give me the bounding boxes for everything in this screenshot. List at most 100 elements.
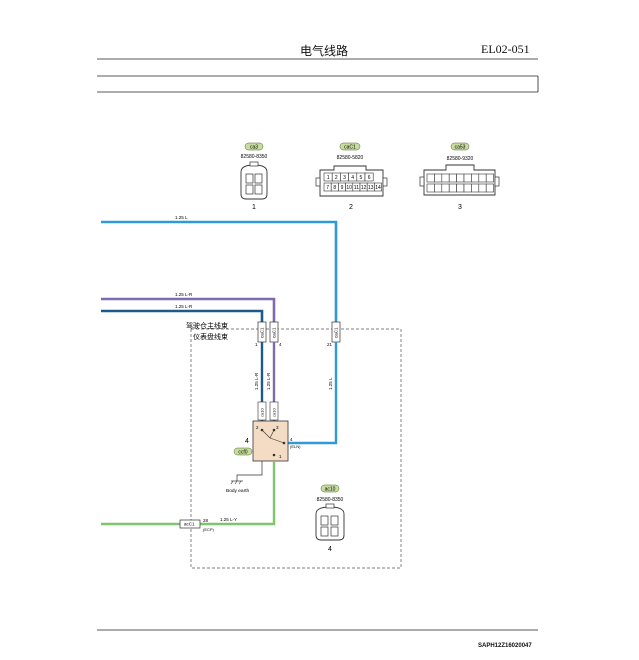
pin-cell — [448, 183, 457, 193]
pin-cell — [434, 173, 443, 183]
pin-number: 2 — [335, 175, 338, 181]
pin-label: 2 — [256, 425, 259, 430]
connector-part-number: 82580-9320 — [447, 156, 474, 162]
connector-3: ca53 82580-9320 3 — [419, 142, 500, 211]
pin-cell — [463, 173, 472, 183]
inline-connector-label: caC1 — [334, 327, 339, 338]
wire-label: 1.25 L — [328, 377, 333, 390]
wire-run-right: 1.25 L — [288, 342, 338, 445]
harness-boundary — [190, 328, 402, 569]
connector-number: 3 — [458, 204, 462, 211]
pin-cell — [478, 173, 487, 183]
wire-label: 1.25 L — [175, 215, 188, 220]
page-title: 电气线路 — [300, 44, 349, 58]
pin-cell — [441, 183, 450, 193]
pin-label: 3 — [276, 425, 279, 430]
pin-number: 1 — [327, 175, 330, 181]
pin-number: 4 — [351, 175, 354, 181]
pin-number: 6 — [368, 175, 371, 181]
pin-number: 11 — [354, 185, 359, 191]
pin-number: 10 — [346, 185, 352, 191]
connector-tag-label: ca3 — [250, 145, 258, 151]
drop-connector-left: ca10 — [257, 401, 267, 421]
page-code: EL02-051 — [481, 42, 530, 56]
ground-label: Body earth — [226, 488, 250, 494]
pin-cell — [434, 183, 443, 193]
connector-number: 1 — [252, 204, 256, 211]
footer-code: SAPH12Z16020047 — [478, 643, 532, 649]
inline-connector-label: caC1 — [260, 327, 265, 338]
pin-cell — [448, 173, 457, 183]
connector-part-number: 82580-8350 — [241, 154, 268, 160]
pin-cell — [426, 183, 435, 193]
pin-cell — [471, 173, 480, 183]
inline-connector-green — [179, 519, 201, 529]
pin-number: 5 — [360, 175, 363, 181]
wire-label: 1.25 L-R — [175, 292, 193, 297]
wire-green: acC1 28 (ECP) 1.25 L-Y — [101, 461, 276, 532]
pin-number: 12 — [361, 185, 367, 191]
component-tag-label: ccf0 — [238, 450, 247, 456]
pin-number: 3 — [343, 175, 346, 181]
inline-pin: 1 — [255, 342, 258, 347]
ground-symbol: Body earth — [226, 461, 263, 494]
pin-cell — [441, 173, 450, 183]
wire-label: 1.25 L-R — [175, 304, 193, 309]
wire-top-blue: 1.25 L — [101, 215, 338, 322]
pin-number: 13 — [368, 185, 374, 191]
inline-connector-label: acC1 — [184, 522, 195, 527]
wire-label: 1.25 L-R — [266, 372, 271, 390]
pin-cell — [478, 183, 487, 193]
pin-label: 4 — [290, 437, 293, 442]
component-tag — [233, 447, 253, 456]
connector-number: 4 — [328, 546, 332, 553]
connector-4: ac10 82580-8350 4 — [315, 484, 345, 553]
pin-number: 7 — [326, 185, 329, 191]
component-4: 2 3 4 1 (ELN) 4 ccf0 — [233, 420, 301, 462]
connector-tag — [339, 142, 361, 151]
component-number: 4 — [245, 438, 249, 445]
wire-mid-blue: 1.25 L-R — [101, 304, 264, 322]
connector-1: ca3 82580-8350 1 — [240, 142, 268, 211]
pin-cell — [374, 182, 382, 192]
connector-tag-label: caC1 — [344, 145, 356, 151]
inline-connector-b: caC1 4 — [269, 321, 282, 347]
pin-cell — [485, 183, 494, 193]
terminal-label: (ELN) — [290, 444, 301, 449]
wire-label: 1.25 L-R — [254, 372, 259, 390]
inline-pin: 28 — [203, 518, 209, 523]
inline-pin-sub: (ECP) — [203, 527, 215, 532]
pin-cell — [471, 183, 480, 193]
pin-cell — [426, 173, 435, 183]
wire-purple: 1.25 L-R — [101, 292, 276, 322]
pin-cell — [463, 183, 472, 193]
connector-tag — [320, 484, 340, 493]
pin-cell — [485, 173, 494, 183]
pin-cell — [456, 173, 465, 183]
pin-number: 14 — [375, 185, 381, 191]
pin-cell — [364, 172, 374, 182]
inline-connector-c: caC1 21 — [327, 321, 341, 347]
harness-panel-label: 仪表盘线束 — [193, 332, 228, 341]
svg-text:ca10: ca10 — [260, 408, 265, 417]
svg-text:ca10: ca10 — [272, 408, 277, 417]
drop-connector-right: ca10 — [269, 401, 279, 421]
connector-part-number: 82580-8350 — [317, 497, 344, 503]
inline-pin: 4 — [279, 342, 282, 347]
pin-label: 1 — [279, 454, 282, 459]
pin-number: 8 — [333, 185, 336, 191]
connector-tag — [244, 142, 264, 151]
harness-main-label: 驾驶仓主线束 — [186, 321, 228, 330]
connector-number: 2 — [349, 204, 353, 211]
connector-part-number: 82580-5820 — [337, 155, 364, 161]
wire-label: 1.25 L-Y — [220, 517, 237, 522]
connector-tag — [450, 142, 470, 151]
connector-tag-label: ac10 — [325, 487, 336, 493]
pin-cell — [456, 183, 465, 193]
inline-connector-a: caC1 1 — [255, 321, 267, 347]
pin-number: 9 — [341, 185, 344, 191]
